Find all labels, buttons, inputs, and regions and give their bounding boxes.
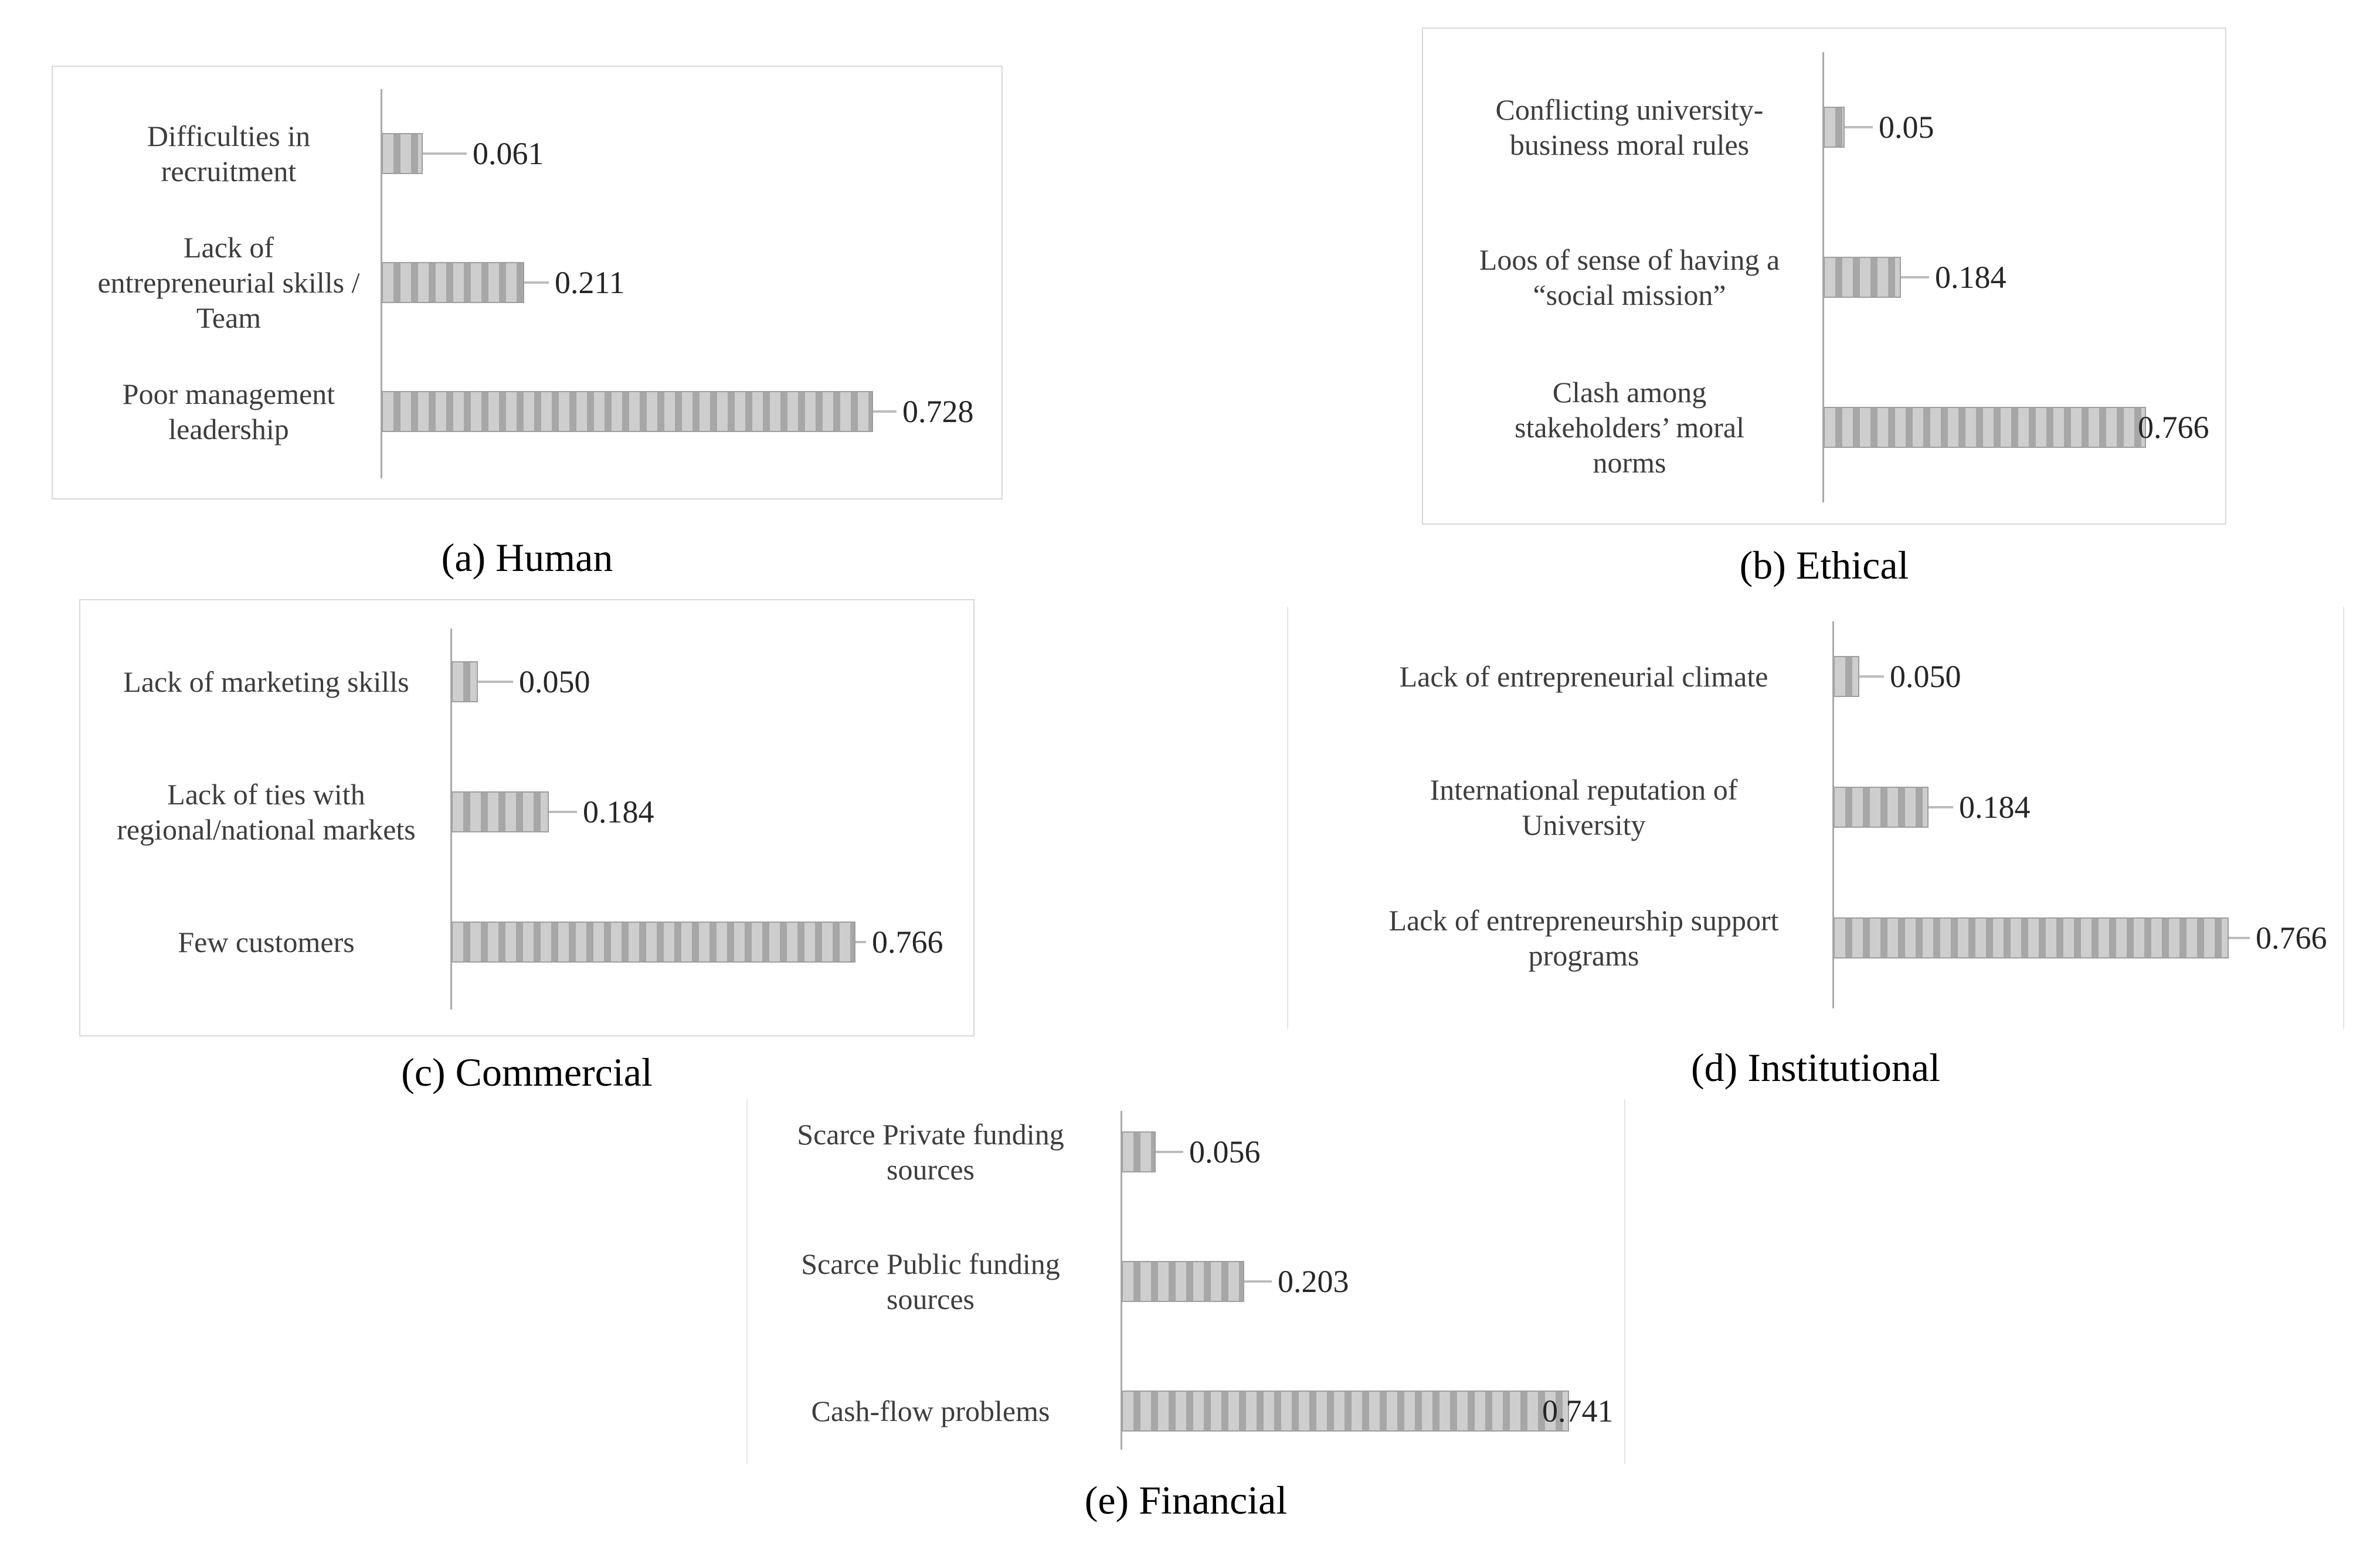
caption-ethical: (b) Ethical xyxy=(1739,543,1909,587)
data-label: 0.766 xyxy=(2138,410,2209,445)
category-label-difficulties-recruitment: Difficulties in recruitment xyxy=(147,120,311,188)
leader-line xyxy=(1156,1151,1183,1153)
leader-line xyxy=(1845,126,1873,128)
category-label-stakeholders-norms: Clash among stakeholders’ moral norms xyxy=(1515,376,1744,479)
leader-line xyxy=(423,152,467,155)
bar-public-funding xyxy=(1122,1261,1244,1302)
data-label: 0.184 xyxy=(1935,260,2006,295)
leader-line xyxy=(1244,1280,1272,1283)
leader-line xyxy=(478,681,513,683)
data-label: 0.211 xyxy=(555,265,625,300)
bar-difficulties-recruitment xyxy=(382,133,423,174)
leader-line xyxy=(855,941,866,943)
panel-ethical: Conflicting university- business moral r… xyxy=(1422,28,2226,525)
bar-row: 0.061 xyxy=(382,132,544,175)
bar-row: 0.050 xyxy=(451,661,590,703)
caption-institutional: (d) Institutional xyxy=(1691,1045,1940,1090)
category-label-entrepreneurial-climate: Lack of entrepreneurial climate xyxy=(1399,660,1768,693)
leader-line xyxy=(873,410,897,413)
panel-human: Difficulties in recruitment Lack of entr… xyxy=(52,66,1003,499)
data-label: 0.184 xyxy=(583,794,654,830)
bar-row: 0.203 xyxy=(1122,1260,1349,1303)
data-label: 0.741 xyxy=(1542,1393,1614,1429)
y-axis-line xyxy=(450,628,452,1009)
bar-private-funding xyxy=(1122,1131,1156,1172)
category-label-private-funding: Scarce Private funding sources xyxy=(797,1118,1064,1186)
bar-row: 0.766 xyxy=(451,921,943,963)
bar-row: 0.728 xyxy=(382,390,974,433)
bar-entrepreneurial-climate xyxy=(1834,656,1859,697)
y-axis-line xyxy=(1832,621,1834,1008)
bar-few-customers xyxy=(451,922,855,963)
data-label: 0.766 xyxy=(872,924,943,960)
bar-social-mission xyxy=(1824,257,1901,298)
bar-row: 0.184 xyxy=(451,791,654,833)
leader-line xyxy=(1901,276,1929,278)
bar-row: 0.741 xyxy=(1122,1390,1614,1432)
category-label-conflicting-rules: Conflicting university- business moral r… xyxy=(1495,93,1764,161)
data-label: 0.061 xyxy=(473,136,544,171)
bar-marketing-skills xyxy=(451,661,478,702)
caption-commercial: (c) Commercial xyxy=(401,1050,653,1094)
bar-row: 0.184 xyxy=(1824,256,2006,298)
category-label-few-customers: Few customers xyxy=(178,926,355,958)
data-label: 0.050 xyxy=(1890,659,1961,694)
category-label-entrepreneurial-skills: Lack of entrepreneurial skills / Team xyxy=(97,231,360,334)
category-label-support-programs: Lack of entrepreneurship support program… xyxy=(1388,904,1779,972)
bar-row: 0.766 xyxy=(1834,917,2327,959)
leader-line xyxy=(524,281,549,284)
y-axis-line xyxy=(1121,1111,1122,1450)
data-label: 0.728 xyxy=(902,394,974,429)
category-label-international-reputation: International reputation of University xyxy=(1430,773,1738,841)
bar-entrepreneurial-skills xyxy=(382,262,524,303)
category-label-cash-flow: Cash-flow problems xyxy=(811,1395,1050,1427)
bar-stakeholders-norms xyxy=(1824,407,2146,448)
bar-row: 0.211 xyxy=(382,261,625,304)
caption-human: (a) Human xyxy=(441,535,613,580)
bar-support-programs xyxy=(1834,917,2229,958)
data-label: 0.050 xyxy=(519,664,590,699)
category-label-ties-markets: Lack of ties with regional/national mark… xyxy=(117,778,416,846)
bar-international-reputation xyxy=(1834,787,1929,828)
bar-row: 0.184 xyxy=(1834,786,2031,828)
data-label: 0.766 xyxy=(2256,920,2327,956)
category-label-poor-management: Poor management leadership xyxy=(122,378,335,446)
data-label: 0.184 xyxy=(1959,790,2031,825)
data-label: 0.05 xyxy=(1879,110,1934,145)
bar-ties-markets xyxy=(451,791,549,832)
data-label: 0.203 xyxy=(1278,1264,1349,1299)
bar-row: 0.050 xyxy=(1834,655,1961,698)
leader-line xyxy=(2229,937,2250,939)
category-label-public-funding: Scarce Public funding sources xyxy=(801,1247,1060,1315)
panel-institutional: Lack of entrepreneurial climate Internat… xyxy=(1287,607,2344,1029)
leader-line xyxy=(1929,806,1953,808)
bar-poor-management xyxy=(382,391,873,432)
bar-row: 0.056 xyxy=(1122,1131,1261,1173)
bar-row: 0.05 xyxy=(1824,106,1934,148)
caption-financial: (e) Financial xyxy=(1084,1478,1288,1522)
data-label: 0.056 xyxy=(1189,1134,1261,1170)
leader-line xyxy=(1859,675,1884,678)
panel-commercial: Lack of marketing skills Lack of ties wi… xyxy=(79,599,975,1036)
bar-cash-flow xyxy=(1122,1391,1569,1432)
y-axis-line xyxy=(1822,52,1824,502)
category-label-marketing-skills: Lack of marketing skills xyxy=(123,665,409,698)
bar-conflicting-rules xyxy=(1824,107,1845,148)
leader-line xyxy=(549,811,577,813)
panel-financial: Scarce Private funding sources Scarce Pu… xyxy=(746,1099,1625,1464)
y-axis-line xyxy=(381,89,382,478)
category-label-social-mission: Loos of sense of having a “social missio… xyxy=(1479,243,1780,311)
bar-row: 0.766 xyxy=(1824,406,2209,448)
